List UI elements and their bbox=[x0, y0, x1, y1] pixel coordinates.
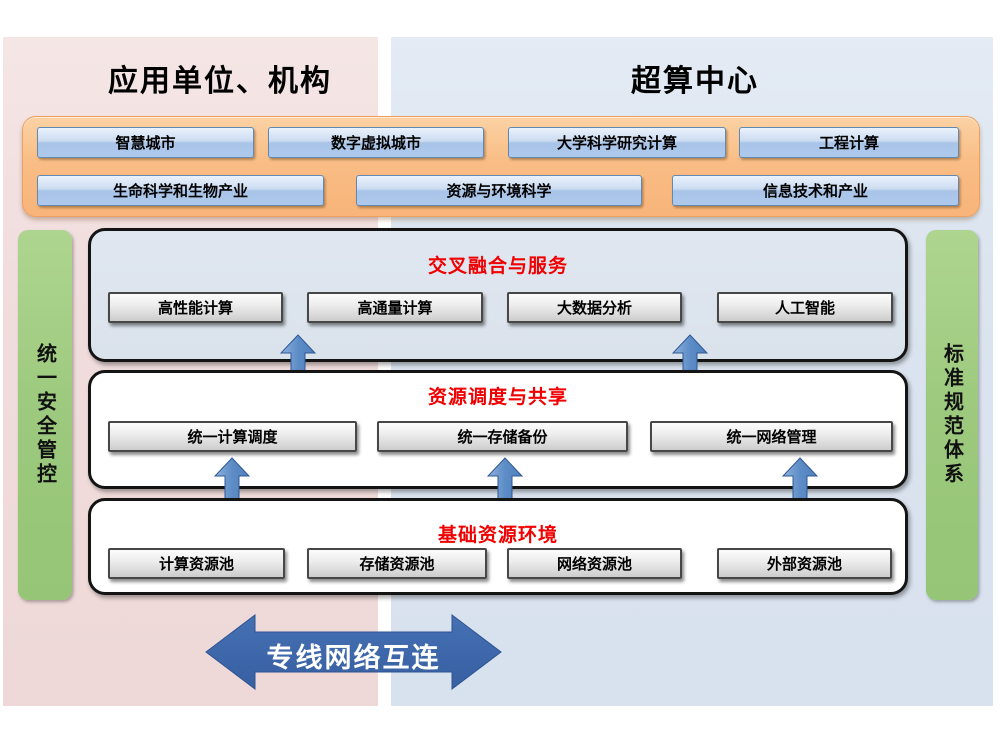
left-panel-title: 应用单位、机构 bbox=[108, 65, 332, 98]
security-control-label: 统一安全管控 bbox=[33, 343, 56, 487]
network-interconnect-label: 专线网络互连 bbox=[266, 643, 441, 673]
scheduling-box-network: 统一网络管理 bbox=[650, 421, 893, 452]
resource-box-compute-pool: 计算资源池 bbox=[108, 548, 285, 579]
network-interconnect-arrow-icon bbox=[205, 613, 502, 691]
app-box-resource-environment: 资源与环境科学 bbox=[356, 175, 642, 206]
service-box-bigdata: 大数据分析 bbox=[507, 292, 682, 323]
app-box-digital-virtual-city: 数字虚拟城市 bbox=[268, 127, 484, 158]
standards-system-label: 标准规范体系 bbox=[940, 343, 963, 487]
resource-box-network-pool: 网络资源池 bbox=[507, 548, 682, 579]
scheduling-box-storage: 统一存储备份 bbox=[377, 421, 628, 452]
app-box-university-research: 大学科学研究计算 bbox=[508, 127, 726, 158]
service-box-hpc: 高性能计算 bbox=[108, 292, 283, 323]
app-box-information-technology: 信息技术和产业 bbox=[672, 175, 959, 206]
service-box-ai: 人工智能 bbox=[717, 292, 893, 323]
services-layer-title: 交叉融合与服务 bbox=[427, 256, 568, 277]
scheduling-layer-title: 资源调度与共享 bbox=[427, 387, 568, 408]
resources-layer-title: 基础资源环境 bbox=[437, 525, 558, 546]
standards-system-bar: 标准规范体系 bbox=[926, 230, 978, 600]
right-panel-title: 超算中心 bbox=[631, 65, 759, 98]
security-control-bar: 统一安全管控 bbox=[18, 230, 72, 600]
resource-box-external-pool: 外部资源池 bbox=[717, 548, 892, 579]
resource-box-storage-pool: 存储资源池 bbox=[307, 548, 487, 579]
app-box-life-science: 生命科学和生物产业 bbox=[37, 175, 324, 206]
scheduling-box-compute: 统一计算调度 bbox=[108, 421, 357, 452]
service-box-htc: 高通量计算 bbox=[307, 292, 483, 323]
app-box-smart-city: 智慧城市 bbox=[37, 127, 254, 158]
app-box-engineering-computing: 工程计算 bbox=[739, 127, 959, 158]
